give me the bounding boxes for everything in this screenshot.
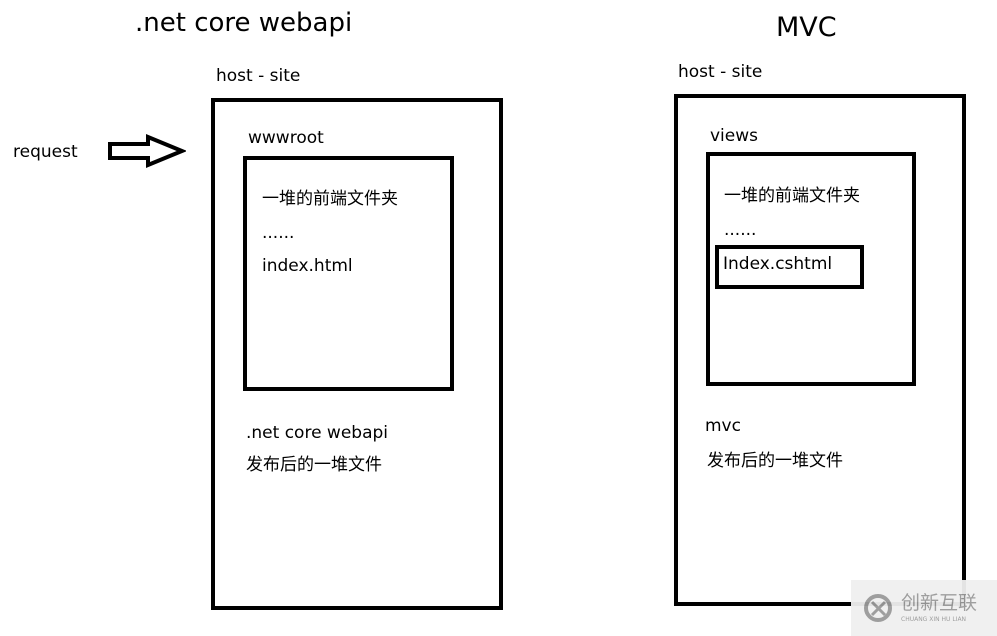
right-footer1: mvc (705, 416, 741, 436)
watermark-x-icon (864, 594, 892, 622)
left-host-label: host - site (216, 66, 301, 86)
right-title: MVC (776, 12, 837, 43)
right-folder-label: views (710, 126, 759, 146)
right-file: Index.cshtml (723, 254, 833, 274)
right-line2: ...... (724, 220, 757, 240)
left-title: .net core webapi (135, 8, 353, 38)
left-line1: 一堆的前端文件夹 (262, 189, 398, 209)
left-footer2: 发布后的一堆文件 (246, 455, 382, 475)
right-host-label: host - site (678, 62, 763, 82)
left-footer1: .net core webapi (246, 423, 389, 443)
right-host-box (674, 94, 966, 606)
right-footer2: 发布后的一堆文件 (707, 451, 843, 471)
left-folder-label: wwwroot (248, 128, 324, 148)
hollow-arrow-right-icon (108, 134, 186, 168)
left-line2: ...... (262, 223, 295, 243)
watermark-en: CHUANG XIN HU LIAN (901, 616, 967, 623)
right-file-box (715, 245, 864, 289)
left-file: index.html (262, 256, 353, 276)
watermark-cn: 创新互联 (901, 592, 978, 614)
right-line1: 一堆的前端文件夹 (724, 186, 860, 206)
watermark-logo: 创新互联 CHUANG XIN HU LIAN (851, 580, 997, 636)
request-label: request (13, 142, 78, 162)
left-host-box (211, 98, 503, 610)
right-folder-box (706, 152, 916, 386)
left-folder-box (243, 156, 454, 391)
